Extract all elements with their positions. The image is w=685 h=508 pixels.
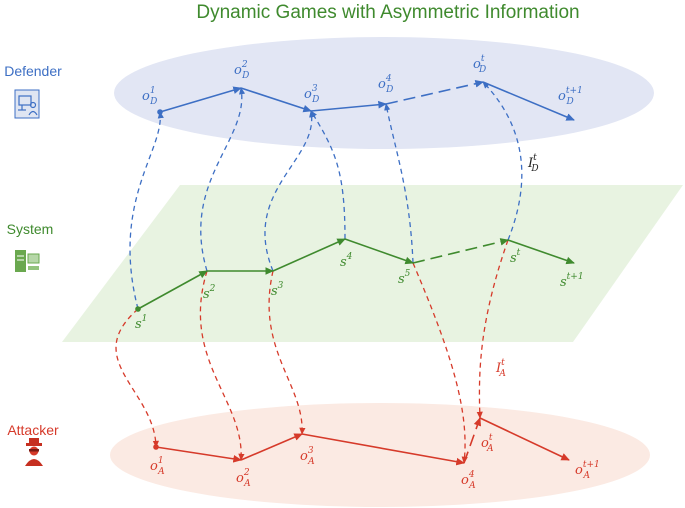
- defender-node: [157, 109, 163, 115]
- defender-layer-label: Defender: [4, 63, 62, 79]
- defender-observation-edge: [200, 87, 246, 272]
- defender-transition-edge: [482, 81, 575, 121]
- system-transition-edge: [507, 239, 575, 265]
- system-state-label: st+1: [560, 272, 584, 290]
- system-transition-edge: [272, 238, 346, 272]
- system-state-label: st: [510, 248, 521, 266]
- attacker-observation-edge: [268, 270, 306, 435]
- defender-transition-edge: [310, 100, 387, 112]
- diagram-title: Dynamic Games with Asymmetric Informatio…: [196, 2, 579, 23]
- attacker-node: [153, 444, 159, 450]
- system-transition-edge: [137, 270, 208, 310]
- spy-icon: [25, 438, 43, 466]
- system-transition-edge: [344, 238, 414, 265]
- server-icon: [15, 250, 40, 272]
- defender-observation-edge: [129, 111, 164, 310]
- system-state-label: s3: [271, 281, 284, 299]
- defender-transition-edge: [240, 87, 312, 113]
- attacker-observation-edge: [199, 270, 245, 461]
- defender-transition-edge: [385, 79, 484, 105]
- attacker-transition-edge: [479, 417, 570, 461]
- observation-edges: [115, 81, 523, 464]
- state-nodes: [135, 109, 163, 450]
- system-node: [135, 306, 141, 312]
- system-state-label: s2: [203, 284, 216, 302]
- defender-observation-edge: [482, 81, 523, 241]
- defender-transition-edge: [159, 86, 242, 113]
- defender-observation-edge: [264, 110, 316, 272]
- attacker-transition-edge: [301, 433, 465, 466]
- attacker-plane: [110, 403, 650, 507]
- defender-plane: [114, 37, 654, 149]
- attacker-observation-edge: [476, 239, 509, 419]
- transition-edges: [137, 79, 575, 466]
- system-plane: [62, 185, 683, 342]
- defender-computer-icon: [14, 89, 40, 119]
- attacker-transition-edge: [240, 433, 303, 461]
- attacker-transition-edge: [155, 446, 242, 463]
- defender-observation-edge: [310, 110, 346, 240]
- attacker-observation-edge: [115, 308, 160, 448]
- system-state-label: s4: [340, 252, 353, 270]
- system-state-label: s5: [398, 269, 411, 287]
- attacker-transition-edge: [463, 417, 482, 464]
- system-layer-label: System: [7, 221, 54, 237]
- system-transition-edge: [412, 238, 509, 264]
- defender-observation-edge: [384, 103, 414, 264]
- system-state-label: s1: [135, 314, 147, 332]
- attacker-layer-label: Attacker: [7, 422, 59, 438]
- attacker-observation-edge: [412, 262, 468, 464]
